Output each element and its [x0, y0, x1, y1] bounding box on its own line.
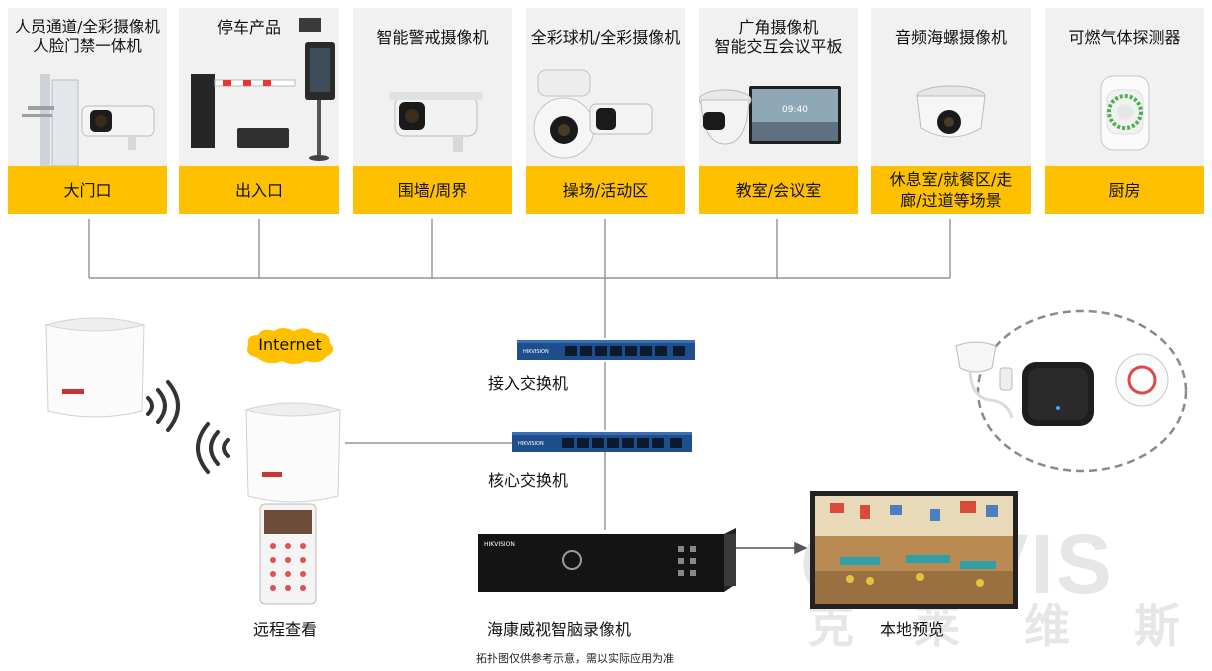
alarm-hub-icon [1022, 362, 1094, 426]
monitor-icon [810, 491, 1018, 609]
device-card-classroom: 广角摄像机 智能交互会议平板 09:40 教室/会议室 [698, 8, 858, 214]
meeting-panel-icon: 09:40 [698, 74, 858, 182]
footnote: 拓扑图仅供参考示意，需以实际应用为准 [476, 652, 674, 665]
panic-button-icon [1115, 353, 1169, 407]
watermark-cn-3: 维 [1024, 599, 1070, 653]
device-title: 音频海螺摄像机 [894, 28, 1007, 47]
device-title: 全彩球机/全彩摄像机 [530, 28, 681, 47]
nvr-label: 海康威视智脑录像机 [487, 620, 632, 639]
location-label: 大门口 [8, 166, 167, 214]
gas-detector-icon [1045, 72, 1204, 180]
device-title: 智能警戒摄像机 [376, 28, 489, 47]
panel-clock: 09:40 [782, 105, 808, 115]
core-switch-label: 核心交换机 [488, 471, 569, 490]
location-label: 操场/活动区 [526, 166, 685, 214]
ptz-dome-camera-icon [526, 68, 685, 176]
device-card-kitchen: 可燃气体探测器 厨房 [1045, 8, 1204, 214]
device-card-corridor: 音频海螺摄像机 休息室/就餐区/走 廊/过道等场景 [871, 8, 1031, 214]
turnstile-camera-icon [8, 66, 167, 174]
device-title: 人员通道/全彩摄像机 人脸门禁一体机 [15, 18, 160, 55]
door-sensor-icon [955, 341, 1014, 419]
device-title: 广角摄像机 智能交互会议平板 [714, 18, 843, 56]
brand-badge: HIKVISION [484, 541, 515, 548]
brand-badge: HIKVISION [523, 349, 549, 355]
wifi-signal-icon [196, 422, 230, 474]
device-card-parking: 停车产品 出入口 [179, 8, 339, 214]
access-switch-label: 接入交换机 [488, 374, 569, 393]
wifi-router-icon [44, 317, 146, 418]
bullet-camera-icon [353, 66, 512, 174]
location-label: 围墙/周界 [353, 166, 512, 214]
location-label: 出入口 [179, 166, 339, 214]
parking-barrier-icon [179, 18, 339, 168]
device-card-perimeter: 智能警戒摄像机 围墙/周界 [353, 8, 512, 214]
turret-camera-icon [871, 78, 1031, 186]
nvr-recorder: HIKVISION [478, 528, 736, 594]
location-label: 教室/会议室 [699, 166, 858, 214]
internet-label: Internet [258, 335, 322, 354]
brand-badge: HIKVISION [518, 441, 544, 447]
core-switch: HIKVISION [512, 430, 692, 454]
local-preview-label: 本地预览 [880, 620, 945, 639]
wifi-router-icon [244, 402, 342, 503]
internet-cloud: Internet [244, 327, 336, 365]
device-card-gate: 人员通道/全彩摄像机 人脸门禁一体机 大门口 [8, 8, 167, 214]
location-label: 厨房 [1045, 166, 1204, 214]
watermark-cn-4: 斯 [1134, 599, 1180, 653]
wifi-signal-icon [146, 380, 180, 432]
device-title: 停车产品 [216, 18, 281, 37]
location-label: 休息室/就餐区/走 廊/过道等场景 [871, 166, 1031, 214]
remote-view-label: 远程查看 [253, 620, 318, 639]
device-title: 可燃气体探测器 [1068, 28, 1181, 47]
access-switch: HIKVISION [517, 338, 695, 362]
device-card-playground: 全彩球机/全彩摄像机 操场/活动区 [526, 8, 685, 214]
alarm-kit-group [976, 309, 1188, 473]
smartphone-icon [259, 503, 317, 605]
